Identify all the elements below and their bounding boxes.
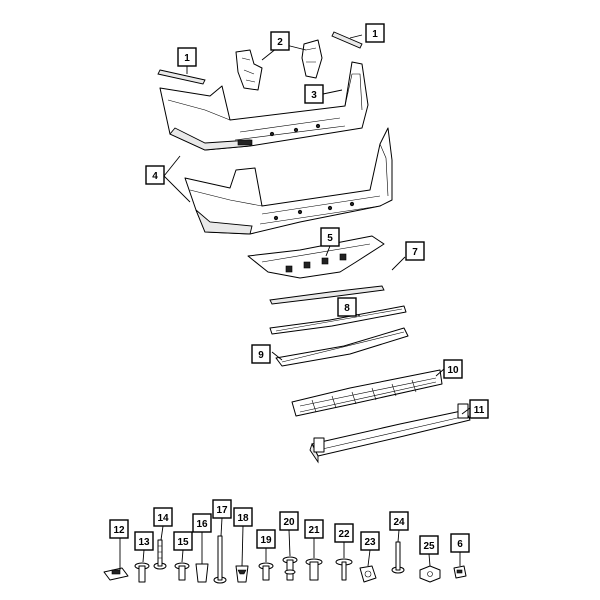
upper-bumper-fascia bbox=[159, 61, 369, 151]
callout-13: 13 bbox=[134, 531, 154, 551]
callout-label: 13 bbox=[138, 537, 150, 548]
callout-label: 3 bbox=[311, 90, 317, 101]
callout-4: 4 bbox=[145, 165, 165, 185]
callout-24: 24 bbox=[389, 511, 409, 531]
fastener-21 bbox=[305, 558, 323, 581]
callout-label: 15 bbox=[177, 537, 189, 548]
energy-absorber bbox=[291, 369, 443, 417]
callout-label: 1 bbox=[372, 29, 378, 40]
callout-20: 20 bbox=[279, 511, 299, 531]
fastener-23 bbox=[359, 565, 377, 583]
upper-trim-strip bbox=[269, 285, 385, 305]
fastener-14 bbox=[153, 539, 167, 570]
callout-label: 9 bbox=[258, 350, 264, 361]
callout-9: 9 bbox=[251, 344, 271, 364]
callout-label: 7 bbox=[412, 247, 418, 258]
callout-label: 4 bbox=[152, 171, 158, 182]
callout-label: 25 bbox=[423, 541, 435, 552]
callout-23: 23 bbox=[360, 531, 380, 551]
callout-label: 8 bbox=[344, 303, 350, 314]
callout-21: 21 bbox=[304, 519, 324, 539]
callout-label: 20 bbox=[283, 517, 295, 528]
fastener-6 bbox=[453, 565, 467, 579]
callout-label: 22 bbox=[338, 529, 350, 540]
callout-label: 19 bbox=[260, 535, 272, 546]
callout-17: 17 bbox=[212, 499, 232, 519]
fastener-17 bbox=[213, 535, 227, 584]
fastener-22 bbox=[335, 558, 353, 581]
callout-11: 11 bbox=[469, 399, 489, 419]
callout-label: 18 bbox=[237, 513, 249, 524]
fastener-13 bbox=[134, 562, 150, 583]
fastener-20 bbox=[282, 556, 298, 581]
callout-8: 8 bbox=[337, 297, 357, 317]
callout-1-right: 1 bbox=[365, 23, 385, 43]
callout-5: 5 bbox=[320, 227, 340, 247]
callout-label: 1 bbox=[184, 53, 190, 64]
fastener-16 bbox=[195, 563, 209, 583]
callout-25: 25 bbox=[419, 535, 439, 555]
fastener-25 bbox=[419, 565, 441, 583]
callout-label: 24 bbox=[393, 517, 405, 528]
callout-label: 17 bbox=[216, 505, 228, 516]
bracket-right bbox=[301, 39, 323, 79]
callout-label: 14 bbox=[157, 513, 169, 524]
lower-reinforcement-bracket bbox=[247, 235, 385, 279]
lower-bumper-fascia bbox=[184, 127, 393, 235]
lower-trim-strip bbox=[269, 305, 407, 335]
callout-label: 23 bbox=[364, 537, 376, 548]
callout-3: 3 bbox=[304, 84, 324, 104]
callout-18: 18 bbox=[233, 507, 253, 527]
bracket-left bbox=[235, 49, 263, 91]
callout-label: 12 bbox=[113, 525, 125, 536]
callout-label: 21 bbox=[308, 525, 320, 536]
callout-label: 11 bbox=[474, 405, 485, 416]
callout-label: 6 bbox=[457, 539, 463, 550]
callout-label: 5 bbox=[327, 233, 333, 244]
fastener-19 bbox=[258, 562, 274, 581]
callout-7: 7 bbox=[405, 241, 425, 261]
reinforcement-beam bbox=[309, 403, 471, 464]
callout-14: 14 bbox=[153, 507, 173, 527]
fastener-15 bbox=[174, 562, 190, 581]
callout-label: 16 bbox=[196, 519, 208, 530]
callout-15: 15 bbox=[173, 531, 193, 551]
valance-panel bbox=[275, 327, 409, 367]
fastener-24 bbox=[391, 541, 405, 574]
callout-16: 16 bbox=[192, 513, 212, 533]
callout-6: 6 bbox=[450, 533, 470, 553]
callout-10: 10 bbox=[443, 359, 463, 379]
callout-label: 2 bbox=[277, 37, 283, 48]
trim-strip-right bbox=[331, 31, 363, 49]
trim-strip-left bbox=[157, 69, 206, 85]
fastener-12 bbox=[103, 567, 129, 581]
callout-2: 2 bbox=[270, 31, 290, 51]
fastener-18 bbox=[235, 565, 249, 583]
callout-22: 22 bbox=[334, 523, 354, 543]
callout-19: 19 bbox=[256, 529, 276, 549]
callout-12: 12 bbox=[109, 519, 129, 539]
callout-1-left: 1 bbox=[177, 47, 197, 67]
callout-label: 10 bbox=[447, 365, 459, 376]
